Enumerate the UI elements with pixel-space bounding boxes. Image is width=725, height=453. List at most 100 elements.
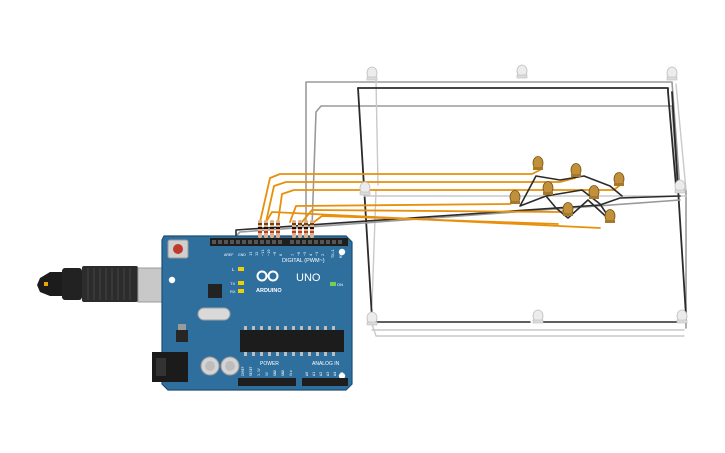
digital-pin-label: TX→1 bbox=[331, 249, 335, 258]
rx-label: RX bbox=[230, 289, 236, 294]
resistor[interactable] bbox=[310, 220, 314, 238]
resistor[interactable] bbox=[292, 220, 296, 238]
tx-label: TX bbox=[230, 281, 235, 286]
digital-header-sockets bbox=[212, 240, 342, 244]
on-label: ON bbox=[337, 282, 343, 287]
led-amber[interactable] bbox=[532, 156, 544, 171]
power-pin-label: IOREF bbox=[241, 366, 245, 376]
analog-pin-label: A5 bbox=[340, 372, 344, 376]
digital-pin-label: ~3 bbox=[315, 252, 319, 256]
power-header-label: POWER bbox=[260, 361, 279, 367]
wire-gray-frame[interactable] bbox=[305, 81, 687, 329]
resistor[interactable] bbox=[298, 220, 302, 238]
led-white[interactable] bbox=[674, 179, 686, 194]
rx-led bbox=[238, 289, 244, 293]
led-white[interactable] bbox=[532, 309, 544, 324]
mounting-hole bbox=[338, 248, 346, 256]
resistor[interactable] bbox=[276, 220, 280, 238]
model-label: UNO bbox=[296, 272, 321, 284]
power-pin-label: 3.3V bbox=[257, 368, 261, 376]
gnd-label: GND bbox=[238, 253, 246, 257]
digital-pin-label: 2 bbox=[321, 254, 325, 256]
led-white[interactable] bbox=[359, 181, 371, 196]
on-led bbox=[330, 282, 336, 286]
white-leds bbox=[359, 64, 688, 326]
digital-pin-label: RX←0 bbox=[339, 249, 343, 258]
led-amber[interactable] bbox=[509, 190, 521, 205]
usb-plug-body bbox=[62, 268, 82, 300]
led-amber[interactable] bbox=[562, 202, 574, 217]
digital-pin-label: 4 bbox=[309, 254, 313, 256]
wire-orange-7[interactable] bbox=[265, 211, 601, 229]
capacitor-top bbox=[225, 361, 235, 371]
wire-dark-top[interactable] bbox=[357, 87, 677, 187]
arduino-logo bbox=[256, 270, 279, 282]
led-amber[interactable] bbox=[613, 172, 625, 187]
arduino-uno-board[interactable]: DIGITAL (PWM~) AREF GND 13 12 ~11 ~10 ~9… bbox=[152, 235, 353, 391]
wire-orange-2[interactable] bbox=[265, 177, 576, 223]
brand-label: ARDUINO bbox=[256, 288, 282, 294]
amber-leds bbox=[509, 156, 625, 224]
analog-header-label: ANALOG IN bbox=[312, 361, 340, 367]
mounting-hole bbox=[168, 276, 176, 284]
resistor[interactable] bbox=[304, 220, 308, 238]
led-white[interactable] bbox=[666, 66, 678, 81]
power-jack-inner bbox=[156, 358, 166, 376]
wire-orange-3[interactable] bbox=[277, 184, 621, 223]
power-header[interactable] bbox=[238, 378, 296, 386]
resistor[interactable] bbox=[264, 220, 268, 238]
power-pin-label: GND bbox=[281, 370, 285, 376]
wire-orange-1[interactable] bbox=[259, 169, 541, 223]
digital-pin-label: 7 bbox=[291, 254, 295, 256]
power-pin-label: GND bbox=[273, 370, 277, 376]
microcontroller-chip bbox=[240, 330, 344, 352]
crystal-oscillator bbox=[197, 307, 231, 321]
digital-pin-label: ~9 bbox=[273, 252, 277, 256]
led-amber[interactable] bbox=[570, 163, 582, 178]
usb-grip-ridges bbox=[87, 268, 131, 300]
analog-header[interactable] bbox=[302, 378, 348, 386]
resistors bbox=[258, 220, 314, 238]
tx-led bbox=[238, 281, 244, 285]
power-pin-label: Vin bbox=[289, 370, 293, 376]
analog-pin-label: A2 bbox=[319, 372, 323, 376]
aref-label: AREF bbox=[224, 253, 233, 257]
wire-gray-mid[interactable] bbox=[235, 199, 681, 237]
mounting-hole bbox=[338, 372, 346, 380]
analog-pin-label: A4 bbox=[333, 372, 337, 376]
wire-light-top[interactable] bbox=[371, 79, 687, 306]
digital-pin-label: 12 bbox=[255, 252, 259, 256]
digital-pin-label: ~10 bbox=[267, 250, 271, 257]
voltage-regulator bbox=[176, 330, 188, 342]
led-white[interactable] bbox=[516, 64, 528, 79]
wire-dark-left[interactable] bbox=[357, 87, 373, 319]
resistor[interactable] bbox=[270, 220, 274, 238]
analog-pin-label: A3 bbox=[326, 372, 330, 376]
reset-button-cap[interactable] bbox=[173, 244, 183, 254]
regulator-tab bbox=[178, 324, 186, 330]
digital-header-label: DIGITAL (PWM~) bbox=[282, 258, 325, 264]
chip-pins bbox=[244, 326, 335, 356]
wire-dark-right[interactable] bbox=[671, 91, 687, 317]
analog-pin-label: A1 bbox=[312, 372, 316, 376]
usb-cable[interactable] bbox=[37, 266, 171, 303]
usb-interface-chip bbox=[208, 284, 222, 298]
digital-pin-label: 8 bbox=[279, 254, 283, 256]
usb-cable-end bbox=[37, 272, 62, 296]
led-amber[interactable] bbox=[588, 185, 600, 200]
usb-lightning-mark bbox=[44, 282, 48, 286]
wire-light-bottom[interactable] bbox=[371, 323, 685, 337]
led-amber[interactable] bbox=[604, 209, 616, 224]
power-pin-label: RESET bbox=[249, 366, 253, 376]
digital-pin-label: ~6 bbox=[297, 252, 301, 256]
resistor[interactable] bbox=[258, 220, 262, 238]
led-white[interactable] bbox=[366, 311, 378, 326]
digital-pin-label: 13 bbox=[249, 252, 253, 256]
led-white[interactable] bbox=[366, 66, 378, 81]
capacitor-top bbox=[205, 361, 215, 371]
led-amber[interactable] bbox=[542, 181, 554, 196]
analog-pin-label: A0 bbox=[305, 372, 309, 376]
led-white[interactable] bbox=[676, 309, 688, 324]
power-pin-label: 5V bbox=[265, 372, 269, 376]
